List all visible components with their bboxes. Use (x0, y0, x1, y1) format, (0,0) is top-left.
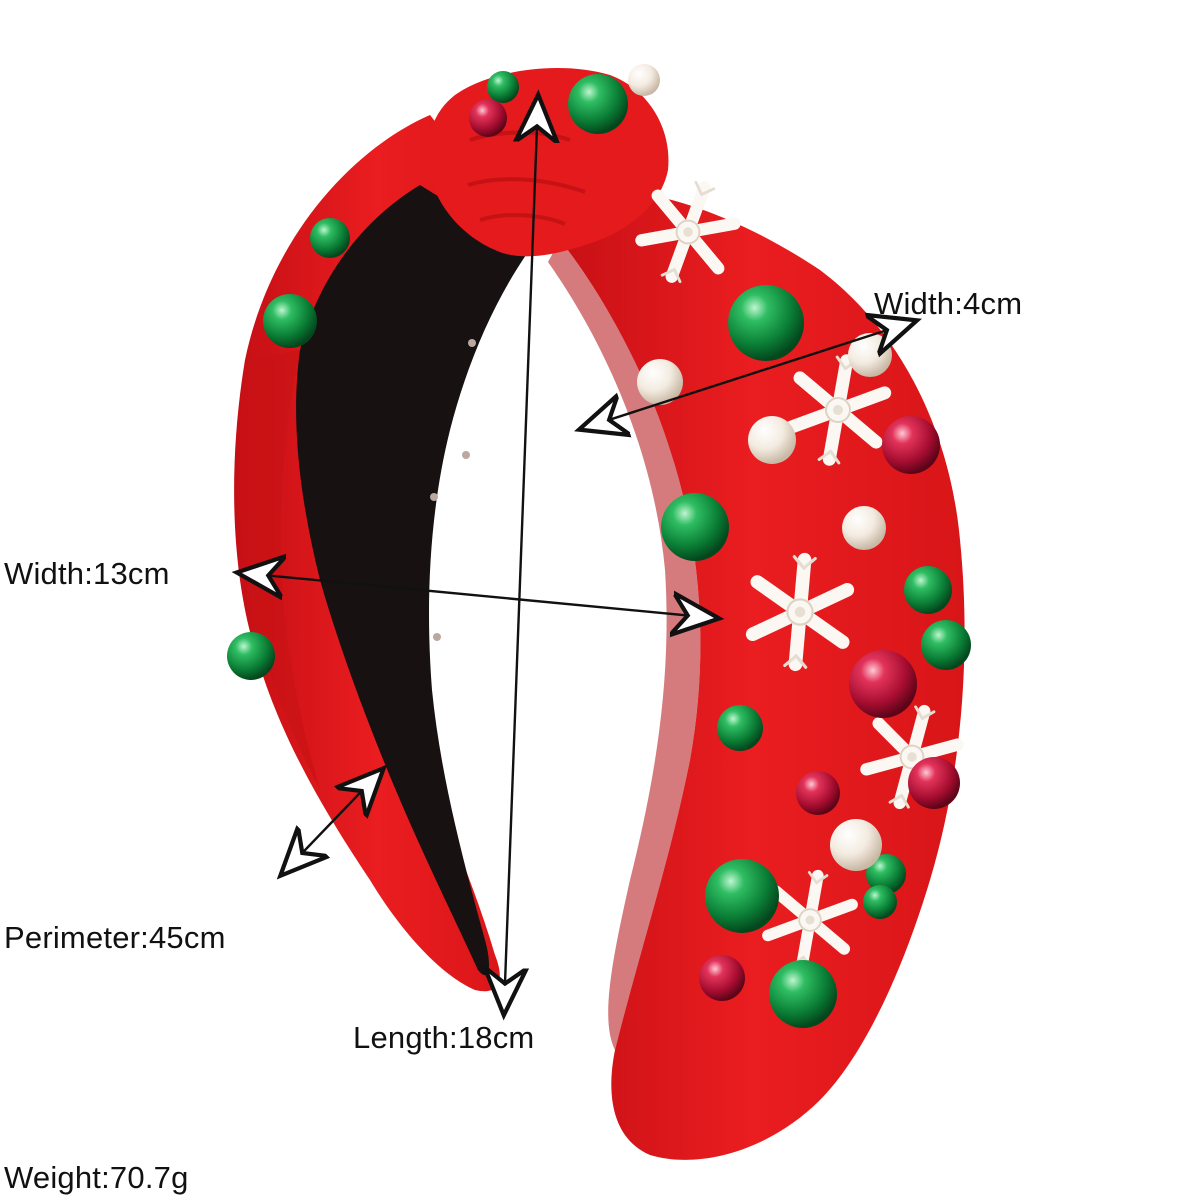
length-label: Length:18cm (353, 1020, 535, 1055)
arrow-width-side (242, 573, 714, 618)
perimeter-label: Perimeter:45cm (4, 920, 226, 955)
bead-icons (227, 64, 971, 1028)
weight-label: Weight:70.7g (4, 1160, 189, 1195)
width-side-label: Width:13cm (4, 556, 170, 591)
arrow-length (504, 100, 538, 1010)
width-top-label: Width:4cm (874, 286, 1023, 321)
arrow-perimeter (284, 772, 380, 872)
arrow-width-top (584, 322, 912, 428)
measurement-arrows (242, 100, 912, 1010)
